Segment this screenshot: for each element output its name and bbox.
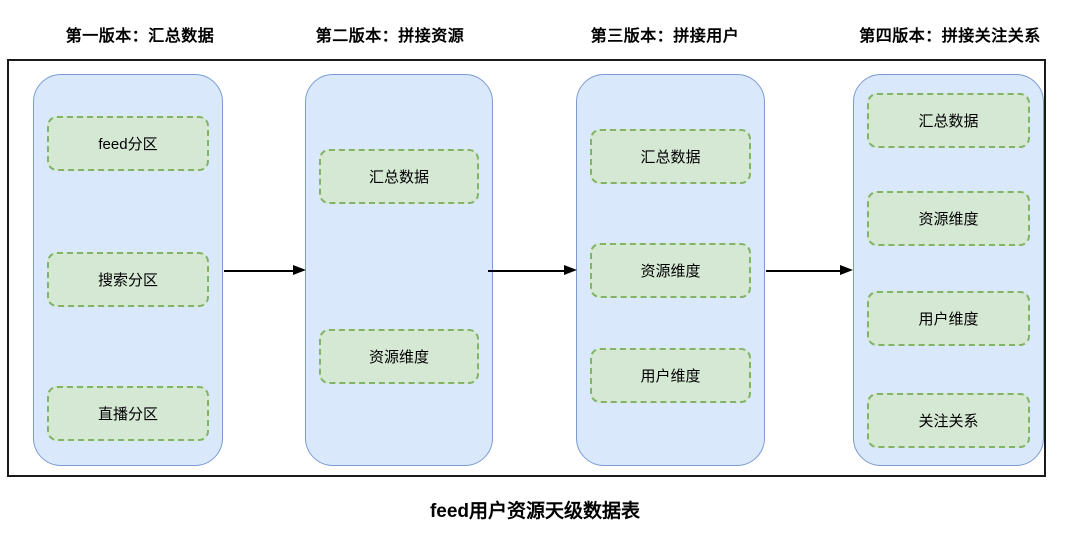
version-2-container: 汇总数据 资源维度 [305,74,493,466]
column-header-version-2: 第二版本：拼接资源 [315,28,465,45]
column-header-version-4: 第四版本：拼接关注关系 [859,28,1041,45]
data-block-resource-dimension: 资源维度 [590,243,751,298]
data-block-feed-partition: feed分区 [47,116,209,171]
data-block-resource-dimension: 资源维度 [867,191,1030,246]
right-arrow-icon [488,265,577,275]
data-block-user-dimension: 用户维度 [590,348,751,403]
right-arrow-icon [766,265,853,275]
version-3-container: 汇总数据 资源维度 用户维度 [576,74,765,466]
version-4-container: 汇总数据 资源维度 用户维度 关注关系 [853,74,1044,466]
version-1-container: feed分区 搜索分区 直播分区 [33,74,223,466]
right-arrow-icon [224,265,306,275]
column-header-version-3: 第三版本：拼接用户 [590,28,740,45]
data-block-follow-relation: 关注关系 [867,393,1030,448]
data-block-user-dimension: 用户维度 [867,291,1030,346]
data-block-live-partition: 直播分区 [47,386,209,441]
data-block-summary: 汇总数据 [590,129,751,184]
data-block-resource-dimension: 资源维度 [319,329,479,384]
column-header-version-1: 第一版本：汇总数据 [65,28,215,45]
data-block-summary: 汇总数据 [319,149,479,204]
diagram-caption: feed用户资源天级数据表 [429,501,641,522]
data-block-summary: 汇总数据 [867,93,1030,148]
data-block-search-partition: 搜索分区 [47,252,209,307]
